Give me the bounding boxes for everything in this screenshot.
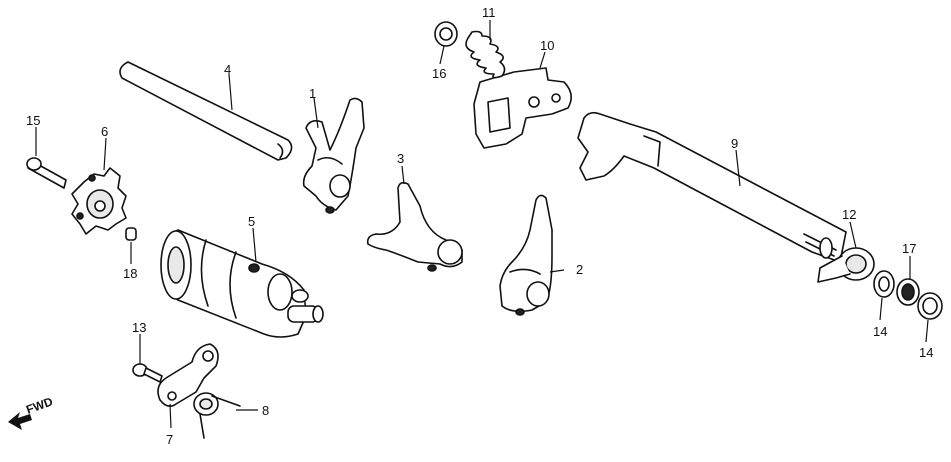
drum-stopper-star-part <box>71 167 127 235</box>
shift-fork-1-part <box>302 97 365 214</box>
callout-14-left: 14 <box>873 324 887 339</box>
callout-12: 12 <box>842 207 856 222</box>
callout-8: 8 <box>262 403 269 418</box>
washer-14-left-part <box>873 270 895 298</box>
callout-4: 4 <box>224 62 231 77</box>
stopper-spring-part <box>193 392 241 439</box>
return-spring-12-part <box>817 247 875 283</box>
gearshift-spindle-part <box>577 111 847 263</box>
bolt-13-part <box>132 363 163 383</box>
callout-1: 1 <box>309 86 316 101</box>
bolt-15-part <box>26 157 67 189</box>
spring-11-part <box>465 30 506 79</box>
callout-15: 15 <box>26 113 40 128</box>
washer-14-right-part <box>917 292 943 320</box>
callout-11: 11 <box>482 5 496 20</box>
callout-10: 10 <box>540 38 554 53</box>
callout-13: 13 <box>132 320 146 335</box>
callout-17: 17 <box>902 241 916 256</box>
fwd-direction-arrow <box>8 412 32 430</box>
callout-3: 3 <box>397 151 404 166</box>
callout-7: 7 <box>166 432 173 447</box>
seal-17-part <box>896 278 920 306</box>
pin-18-part <box>125 227 137 241</box>
callout-9: 9 <box>731 136 738 151</box>
stopper-arm-part <box>157 343 219 408</box>
callout-14-right: 14 <box>919 345 933 360</box>
callout-2: 2 <box>576 262 583 277</box>
fork-shaft-part <box>119 61 293 161</box>
plate-10-part <box>473 67 572 149</box>
shift-drum-part <box>160 229 324 338</box>
fwd-label: FWD <box>24 394 55 417</box>
shift-fork-3-part <box>366 181 463 272</box>
callout-5: 5 <box>248 214 255 229</box>
callout-18: 18 <box>123 266 137 281</box>
callout-6: 6 <box>101 124 108 139</box>
collar-16-part <box>434 21 458 47</box>
callout-16: 16 <box>432 66 446 81</box>
shift-fork-2-part <box>499 194 553 316</box>
